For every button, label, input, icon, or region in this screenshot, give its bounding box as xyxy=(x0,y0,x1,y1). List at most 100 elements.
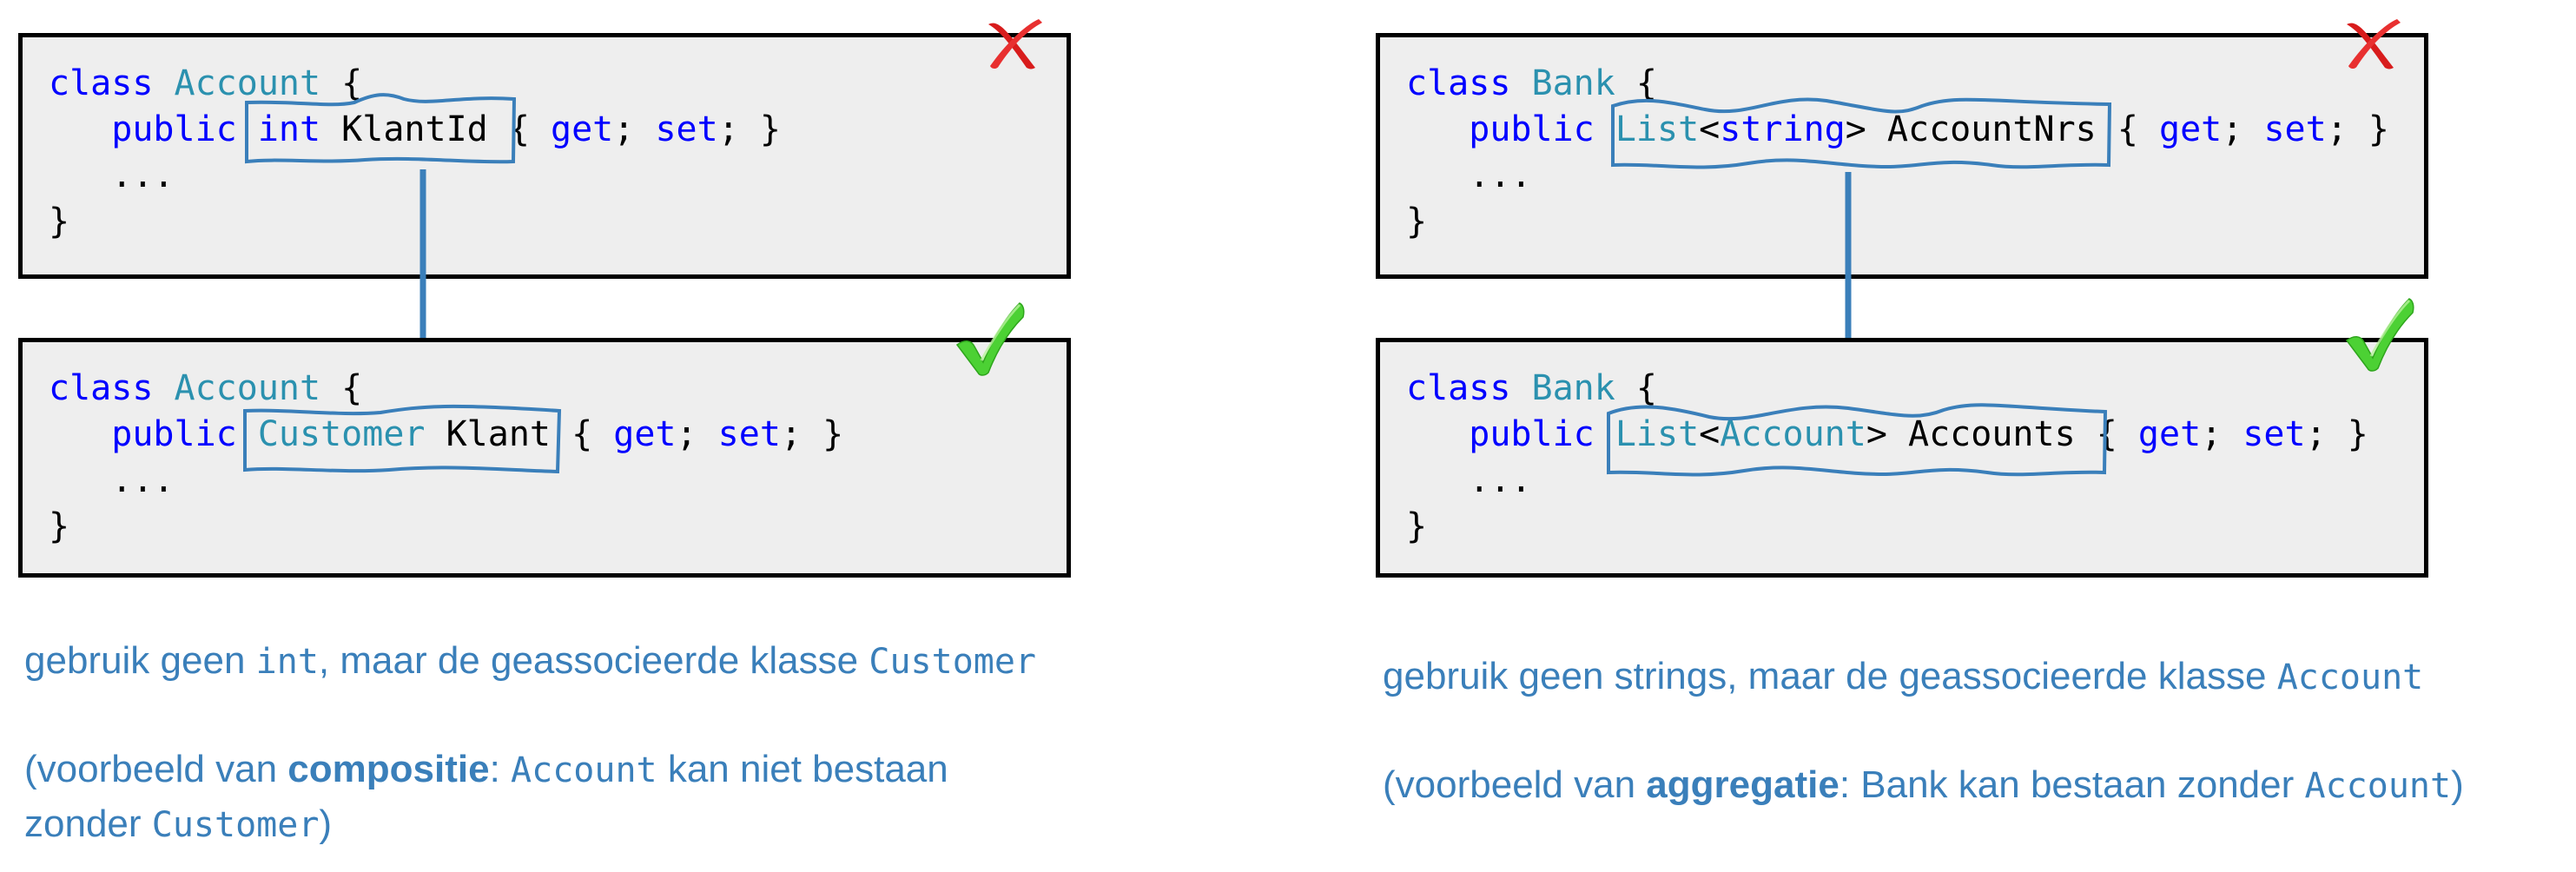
code-text: } xyxy=(1406,201,1428,241)
code-keyword: public xyxy=(1469,414,1595,454)
caption-text: : Bank kan bestaan zonder xyxy=(1839,763,2305,806)
caption-text: gebruik geen strings, maar de geassociee… xyxy=(1383,655,2277,697)
caption-term-aggregation: aggregatie xyxy=(1646,763,1840,806)
code-line: public List<Account> Accounts { get; set… xyxy=(1406,412,2368,458)
code-text xyxy=(49,414,111,454)
code-type: Account xyxy=(174,368,321,408)
caption-text: gebruik geen xyxy=(24,639,256,682)
code-line: } xyxy=(49,504,843,550)
caption-code-account: Account xyxy=(2276,657,2424,697)
code-type: Customer xyxy=(257,414,426,454)
code-text: ; xyxy=(2222,109,2264,149)
caption-text: (voorbeeld van xyxy=(1383,763,1647,806)
caption-code-account: Account xyxy=(511,750,657,790)
code-keyword: set xyxy=(2263,109,2327,149)
code-text: ; } xyxy=(2305,414,2368,454)
code-line: } xyxy=(1406,504,2368,550)
code-text: Klant xyxy=(425,414,572,454)
code-keyword: class xyxy=(49,368,154,408)
code-line: public List<string> AccountNrs { get; se… xyxy=(1406,107,2389,153)
code-line: class Account { xyxy=(49,61,781,107)
code-text: { xyxy=(320,368,363,408)
caption-text: (voorbeeld van xyxy=(24,748,288,790)
caption-code-customer: Customer xyxy=(869,642,1037,682)
code-text: { xyxy=(1615,368,1658,408)
code-line: } xyxy=(49,199,781,245)
code-keyword: class xyxy=(49,63,154,103)
code-keyword: get xyxy=(613,414,677,454)
code-text xyxy=(1595,109,1615,149)
code-line: ... xyxy=(1406,458,2368,504)
code-line: ... xyxy=(1406,153,2389,199)
caption-text: , maar de geassocieerde klasse xyxy=(318,639,869,682)
code-keyword: public xyxy=(111,414,237,454)
caption-aggregation-example: (voorbeeld van aggregatie: Bank kan best… xyxy=(1383,758,2464,813)
code-text: { xyxy=(1615,63,1658,103)
code-text: } xyxy=(1406,506,1428,546)
code-text xyxy=(153,368,174,408)
code-line: class Account { xyxy=(49,366,843,412)
code-text: { xyxy=(320,63,363,103)
code-account-correct: class Account { public Customer Klant { … xyxy=(49,366,843,550)
code-keyword: public xyxy=(1469,109,1595,149)
code-text xyxy=(1595,414,1615,454)
code-text xyxy=(1510,63,1531,103)
code-text: { xyxy=(508,109,552,149)
code-box-account-wrong xyxy=(18,33,1071,279)
code-keyword: class xyxy=(1406,63,1511,103)
code-text xyxy=(1406,109,1469,149)
code-text: ; xyxy=(2201,414,2243,454)
code-keyword: int xyxy=(257,109,321,149)
code-line: class Bank { xyxy=(1406,61,2389,107)
code-text: < xyxy=(1699,414,1721,454)
code-line: public Customer Klant { get; set; } xyxy=(49,412,843,458)
code-line: } xyxy=(1406,199,2389,245)
green-check-icon xyxy=(2345,298,2414,372)
code-text: ... xyxy=(49,460,175,500)
code-line: ... xyxy=(49,153,781,199)
code-keyword: public xyxy=(111,109,237,149)
code-text: ... xyxy=(1406,155,1532,195)
code-text: KlantId xyxy=(320,109,509,149)
code-text xyxy=(153,63,174,103)
code-text: ... xyxy=(49,155,175,195)
code-keyword: set xyxy=(655,109,718,149)
green-check-icon xyxy=(955,302,1025,376)
caption-text: : xyxy=(489,748,512,790)
caption-text: ) xyxy=(2451,763,2464,806)
code-text: ... xyxy=(1406,460,1532,500)
code-text: > Accounts xyxy=(1866,414,2097,454)
code-text: ; } xyxy=(717,109,781,149)
caption-code-int: int xyxy=(255,642,319,682)
code-type: Account xyxy=(174,63,321,103)
caption-code-account: Account xyxy=(2304,766,2452,806)
code-text xyxy=(237,414,258,454)
code-text: ; } xyxy=(780,414,844,454)
caption-use-associated-class-account: gebruik geen strings, maar de geassociee… xyxy=(1383,650,2423,704)
code-text: > AccountNrs xyxy=(1845,109,2117,149)
caption-text: zonder xyxy=(24,803,152,845)
caption-code-customer: Customer xyxy=(151,805,320,845)
caption-use-associated-class-customer: gebruik geen int, maar de geassocieerde … xyxy=(24,634,1036,689)
code-keyword: set xyxy=(2242,414,2306,454)
code-keyword: class xyxy=(1406,368,1511,408)
code-bank-correct: class Bank { public List<Account> Accoun… xyxy=(1406,366,2368,550)
code-type: List xyxy=(1615,109,1700,149)
code-keyword: get xyxy=(551,109,614,149)
caption-term-composition: compositie xyxy=(287,748,490,790)
code-text: < xyxy=(1699,109,1721,149)
code-text: { xyxy=(571,414,614,454)
caption-text: ) xyxy=(319,803,333,845)
code-keyword: get xyxy=(2137,414,2202,454)
code-keyword: set xyxy=(717,414,781,454)
red-cross-icon xyxy=(988,19,1042,69)
caption-text: kan niet bestaan xyxy=(657,748,948,790)
code-text: ; } xyxy=(2326,109,2389,149)
code-text: } xyxy=(49,201,70,241)
code-text: { xyxy=(2096,414,2138,454)
code-bank-wrong: class Bank { public List<string> Account… xyxy=(1406,61,2389,245)
code-line: ... xyxy=(49,458,843,504)
code-type: Bank xyxy=(1531,63,1615,103)
code-text xyxy=(1406,414,1469,454)
code-text xyxy=(237,109,258,149)
